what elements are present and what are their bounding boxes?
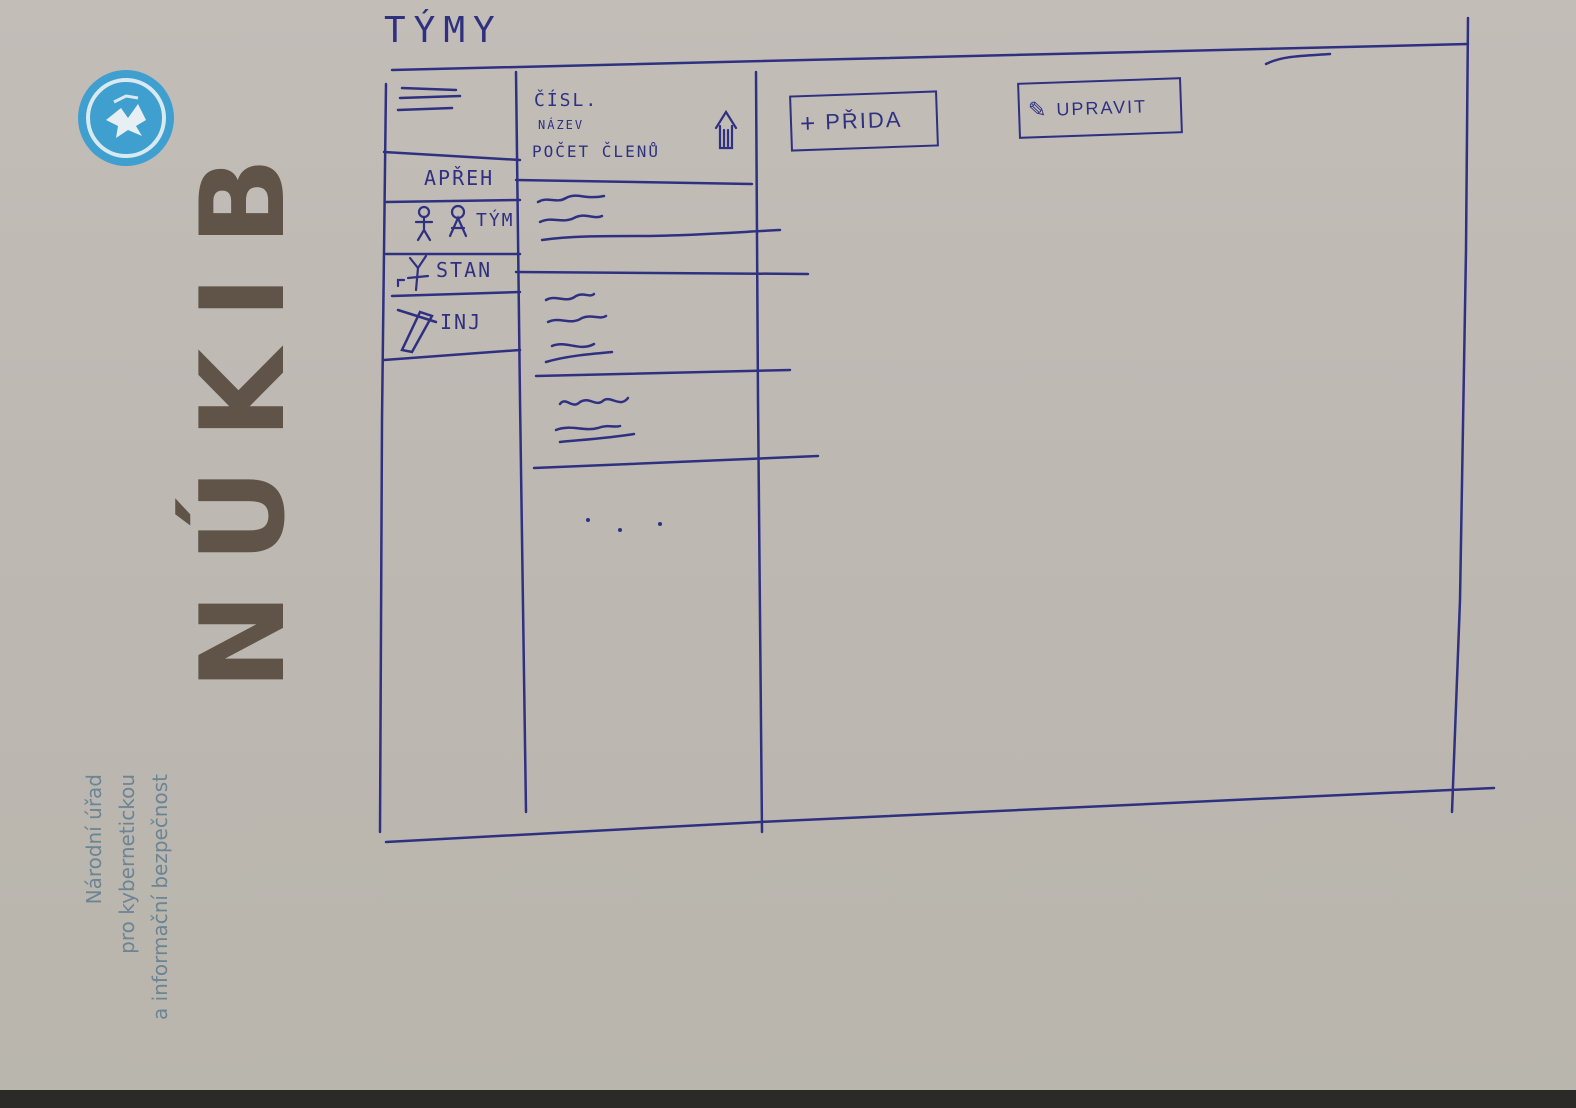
sidebar-item-stations[interactable]: STAN bbox=[436, 258, 493, 282]
edit-button[interactable]: ✎ UPRAVIT bbox=[1017, 77, 1183, 139]
person-icon bbox=[396, 254, 430, 292]
letterhead: NÚKIB Národní úřad pro kybernetickou a i… bbox=[56, 60, 311, 1020]
sidebar-item-overview[interactable]: APŘEH bbox=[424, 166, 495, 190]
sidebar-item-teams[interactable]: TÝM bbox=[476, 210, 515, 231]
table-surface bbox=[0, 1090, 1576, 1108]
plus-icon: + bbox=[799, 107, 818, 138]
column-header-name[interactable]: NÁZEV bbox=[538, 118, 585, 132]
pencil-icon bbox=[396, 308, 438, 354]
arrow-up-icon bbox=[714, 109, 738, 150]
column-header-member-count[interactable]: POČET ČLENŮ bbox=[532, 142, 660, 161]
nukib-logo-icon bbox=[76, 68, 176, 168]
add-button-label: PŘIDA bbox=[824, 106, 903, 135]
people-icon bbox=[414, 204, 468, 242]
add-button[interactable]: + PŘIDA bbox=[789, 90, 939, 152]
pencil-icon: ✎ bbox=[1027, 96, 1049, 123]
sidebar-item-injuries[interactable]: INJ bbox=[440, 310, 483, 334]
more-dots bbox=[586, 518, 662, 532]
edit-button-label: UPRAVIT bbox=[1056, 95, 1148, 120]
column-header-number[interactable]: ČÍSL. bbox=[534, 90, 599, 111]
hamburger-icon bbox=[396, 86, 462, 112]
page-title: TÝMY bbox=[384, 10, 503, 51]
